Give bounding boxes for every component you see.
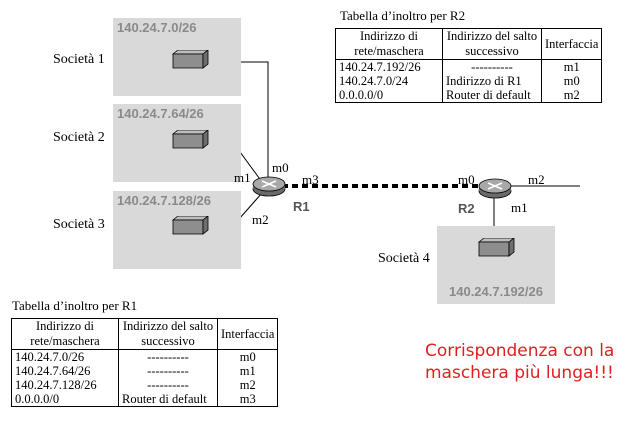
table-cell: ---------- — [118, 349, 218, 364]
table-cell: m1 — [216, 364, 279, 378]
table-cell: m2 — [216, 378, 279, 392]
table-cell: ---------- — [118, 364, 218, 378]
table-cell: ---------- — [442, 59, 542, 74]
table-r2-header-network: Indirizzo di rete/maschera — [335, 28, 443, 60]
host-icon-s3 — [171, 216, 209, 235]
table-row: 140.24.7.0/24 Indirizzo di R1 m0 — [335, 74, 603, 88]
table-r1-header-nexthop: Indirizzo del salto successivo — [118, 318, 218, 350]
table-r2-header-nexthop: Indirizzo del salto successivo — [442, 28, 542, 60]
subnet-prefix-4: 140.24.7.192/26 — [449, 284, 543, 299]
table-row: 140.24.7.192/26 ---------- m1 — [335, 59, 603, 74]
table-r1-header-interface: Interfaccia — [216, 318, 279, 350]
table-r1-caption: Tabella d’inoltro per R1 — [12, 298, 138, 313]
r1-iface-m0: m0 — [272, 160, 289, 175]
table-r2-caption: Tabella d’inoltro per R2 — [340, 8, 466, 23]
table-cell: Indirizzo di R1 — [442, 74, 542, 88]
host-icon-s4 — [477, 238, 515, 257]
table-row: 140.24.7.64/26 ---------- m1 — [11, 364, 279, 378]
table-row: 0.0.0.0/0 Router di default m3 — [11, 392, 279, 407]
table-r2-header-interface: Interfaccia — [540, 28, 603, 60]
table-cell: 140.24.7.64/26 — [11, 364, 119, 378]
society-label-2: Società 2 — [53, 130, 105, 145]
table-cell: 0.0.0.0/0 — [11, 392, 119, 407]
router-r2-icon — [478, 178, 512, 199]
table-cell: Router di default — [442, 88, 542, 103]
society-label-1: Società 1 — [53, 52, 105, 67]
r2-iface-m1: m1 — [511, 200, 528, 215]
table-r2-header: Indirizzo di rete/maschera Indirizzo del… — [335, 28, 603, 60]
table-cell: 0.0.0.0/0 — [335, 88, 443, 103]
society-label-4: Società 4 — [378, 251, 430, 266]
table-row: 140.24.7.0/26 ---------- m0 — [11, 349, 279, 364]
subnet-prefix-2: 140.24.7.64/26 — [117, 106, 204, 121]
table-r1-header: Indirizzo di rete/maschera Indirizzo del… — [11, 318, 279, 350]
host-icon-s1 — [171, 50, 209, 69]
router-r1-icon — [252, 176, 286, 197]
r1-label: R1 — [293, 199, 310, 214]
table-cell: m0 — [540, 74, 603, 88]
table-r1-header-network: Indirizzo di rete/maschera — [11, 318, 119, 350]
table-cell: m2 — [540, 88, 603, 103]
table-row: 0.0.0.0/0 Router di default m2 — [335, 88, 603, 103]
host-icon-s2 — [171, 130, 209, 149]
r2-label: R2 — [458, 201, 475, 216]
table-cell: ---------- — [118, 378, 218, 392]
society-label-3: Società 3 — [53, 217, 105, 232]
longest-prefix-note: Corrispondenza con la maschera più lunga… — [425, 341, 615, 383]
r1-iface-m3: m3 — [302, 172, 319, 187]
table-cell: m1 — [540, 59, 603, 74]
r2-iface-m2: m2 — [528, 172, 545, 187]
table-r1: Indirizzo di rete/maschera Indirizzo del… — [11, 318, 279, 407]
table-row: 140.24.7.128/26 ---------- m2 — [11, 378, 279, 392]
table-cell: 140.24.7.0/24 — [335, 74, 443, 88]
table-cell: 140.24.7.0/26 — [11, 349, 119, 364]
r1-iface-m2: m2 — [252, 212, 269, 227]
table-cell: 140.24.7.192/26 — [335, 59, 443, 74]
subnet-prefix-3: 140.24.7.128/26 — [117, 193, 211, 208]
table-cell: m3 — [216, 392, 279, 407]
table-cell: 140.24.7.128/26 — [11, 378, 119, 392]
r2-iface-m0: m0 — [458, 172, 475, 187]
r1-iface-m1: m1 — [234, 170, 251, 185]
subnet-prefix-1: 140.24.7.0/26 — [117, 20, 197, 35]
subnet-box-1: 140.24.7.0/26 — [113, 18, 241, 96]
table-r2: Indirizzo di rete/maschera Indirizzo del… — [335, 28, 603, 103]
table-cell: Router di default — [118, 392, 218, 407]
table-cell: m0 — [216, 349, 279, 364]
